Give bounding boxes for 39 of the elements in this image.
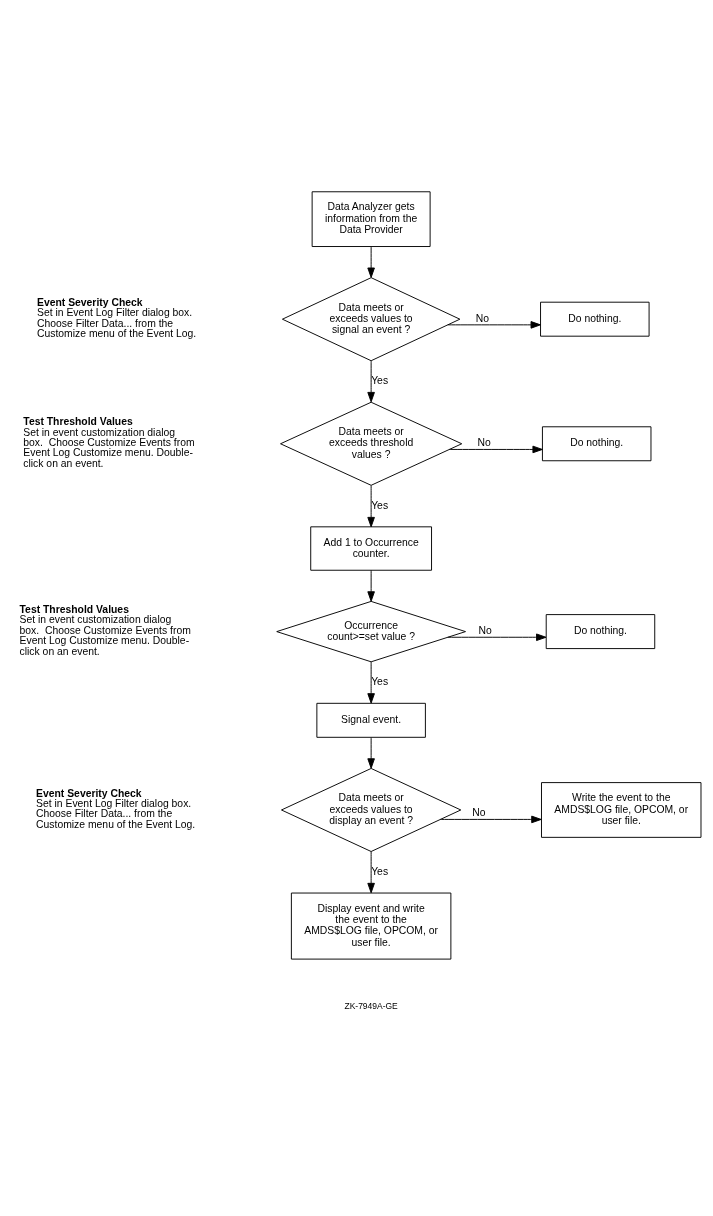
arrow — [367, 851, 375, 894]
edge-label: Yes — [371, 499, 389, 511]
node-box: Write the event to the AMDS$LOG file, OPCOM, or user file. — [541, 782, 702, 838]
node-label: Test Threshold Values — [19, 604, 129, 615]
arrow — [448, 445, 543, 454]
arrow — [367, 246, 375, 278]
node-box: Do nothing. — [540, 301, 650, 337]
edge-label: Yes — [371, 375, 389, 387]
node-label: Event Severity Check — [36, 787, 142, 799]
arrow — [367, 485, 375, 528]
arrow — [447, 633, 547, 642]
arrow — [367, 661, 375, 704]
edge-label: No — [477, 437, 491, 449]
node-box: Signal event. — [316, 702, 426, 738]
label: ZK-7949A-GE — [344, 1001, 398, 1012]
node-box: Add 1 to Occurrence counter. — [310, 526, 432, 571]
node-label: Event Severity Check — [37, 296, 143, 308]
edge-label: Yes — [371, 676, 389, 688]
edge-label: No — [478, 625, 492, 637]
node-label: Set in event customization dialog box. Choose Customize Events from Event Log Customize menu. Double-click on an event. — [19, 614, 191, 657]
edge-label: No — [475, 312, 489, 324]
node-box: Data Analyzer gets information from the Data Provider — [311, 191, 431, 247]
arrow — [367, 569, 375, 602]
arrow — [447, 321, 541, 329]
arrow — [367, 737, 375, 769]
arrow — [367, 360, 375, 403]
node-label: Set in event customization dialog box. Choose Customize Events from Event Log Customize menu. Double-click on an event. — [23, 426, 195, 469]
arrow — [440, 815, 542, 824]
node-box: Do nothing. — [541, 426, 652, 462]
node-diamond: Occurrence count>=set value ? — [276, 600, 466, 663]
edge-label: No — [472, 807, 486, 819]
node-diamond: Data meets or exceeds values to display an event ? — [281, 768, 462, 852]
node-box: Do nothing. — [545, 614, 656, 650]
node-diamond: Data meets or exceeds threshold values ? — [280, 401, 463, 486]
edge-label: Yes — [371, 865, 389, 877]
node-box: Display event and write the event to the AMDS$LOG file, OPCOM, or user file. — [290, 892, 452, 960]
node-diamond: Data meets or exceeds values to signal an event ? — [281, 277, 461, 362]
node-label: Set in Event Log Filter dialog box. Choose Filter Data... from the Customize menu of the Event Log. — [37, 307, 197, 339]
node-label: Test Threshold Values — [23, 416, 133, 428]
